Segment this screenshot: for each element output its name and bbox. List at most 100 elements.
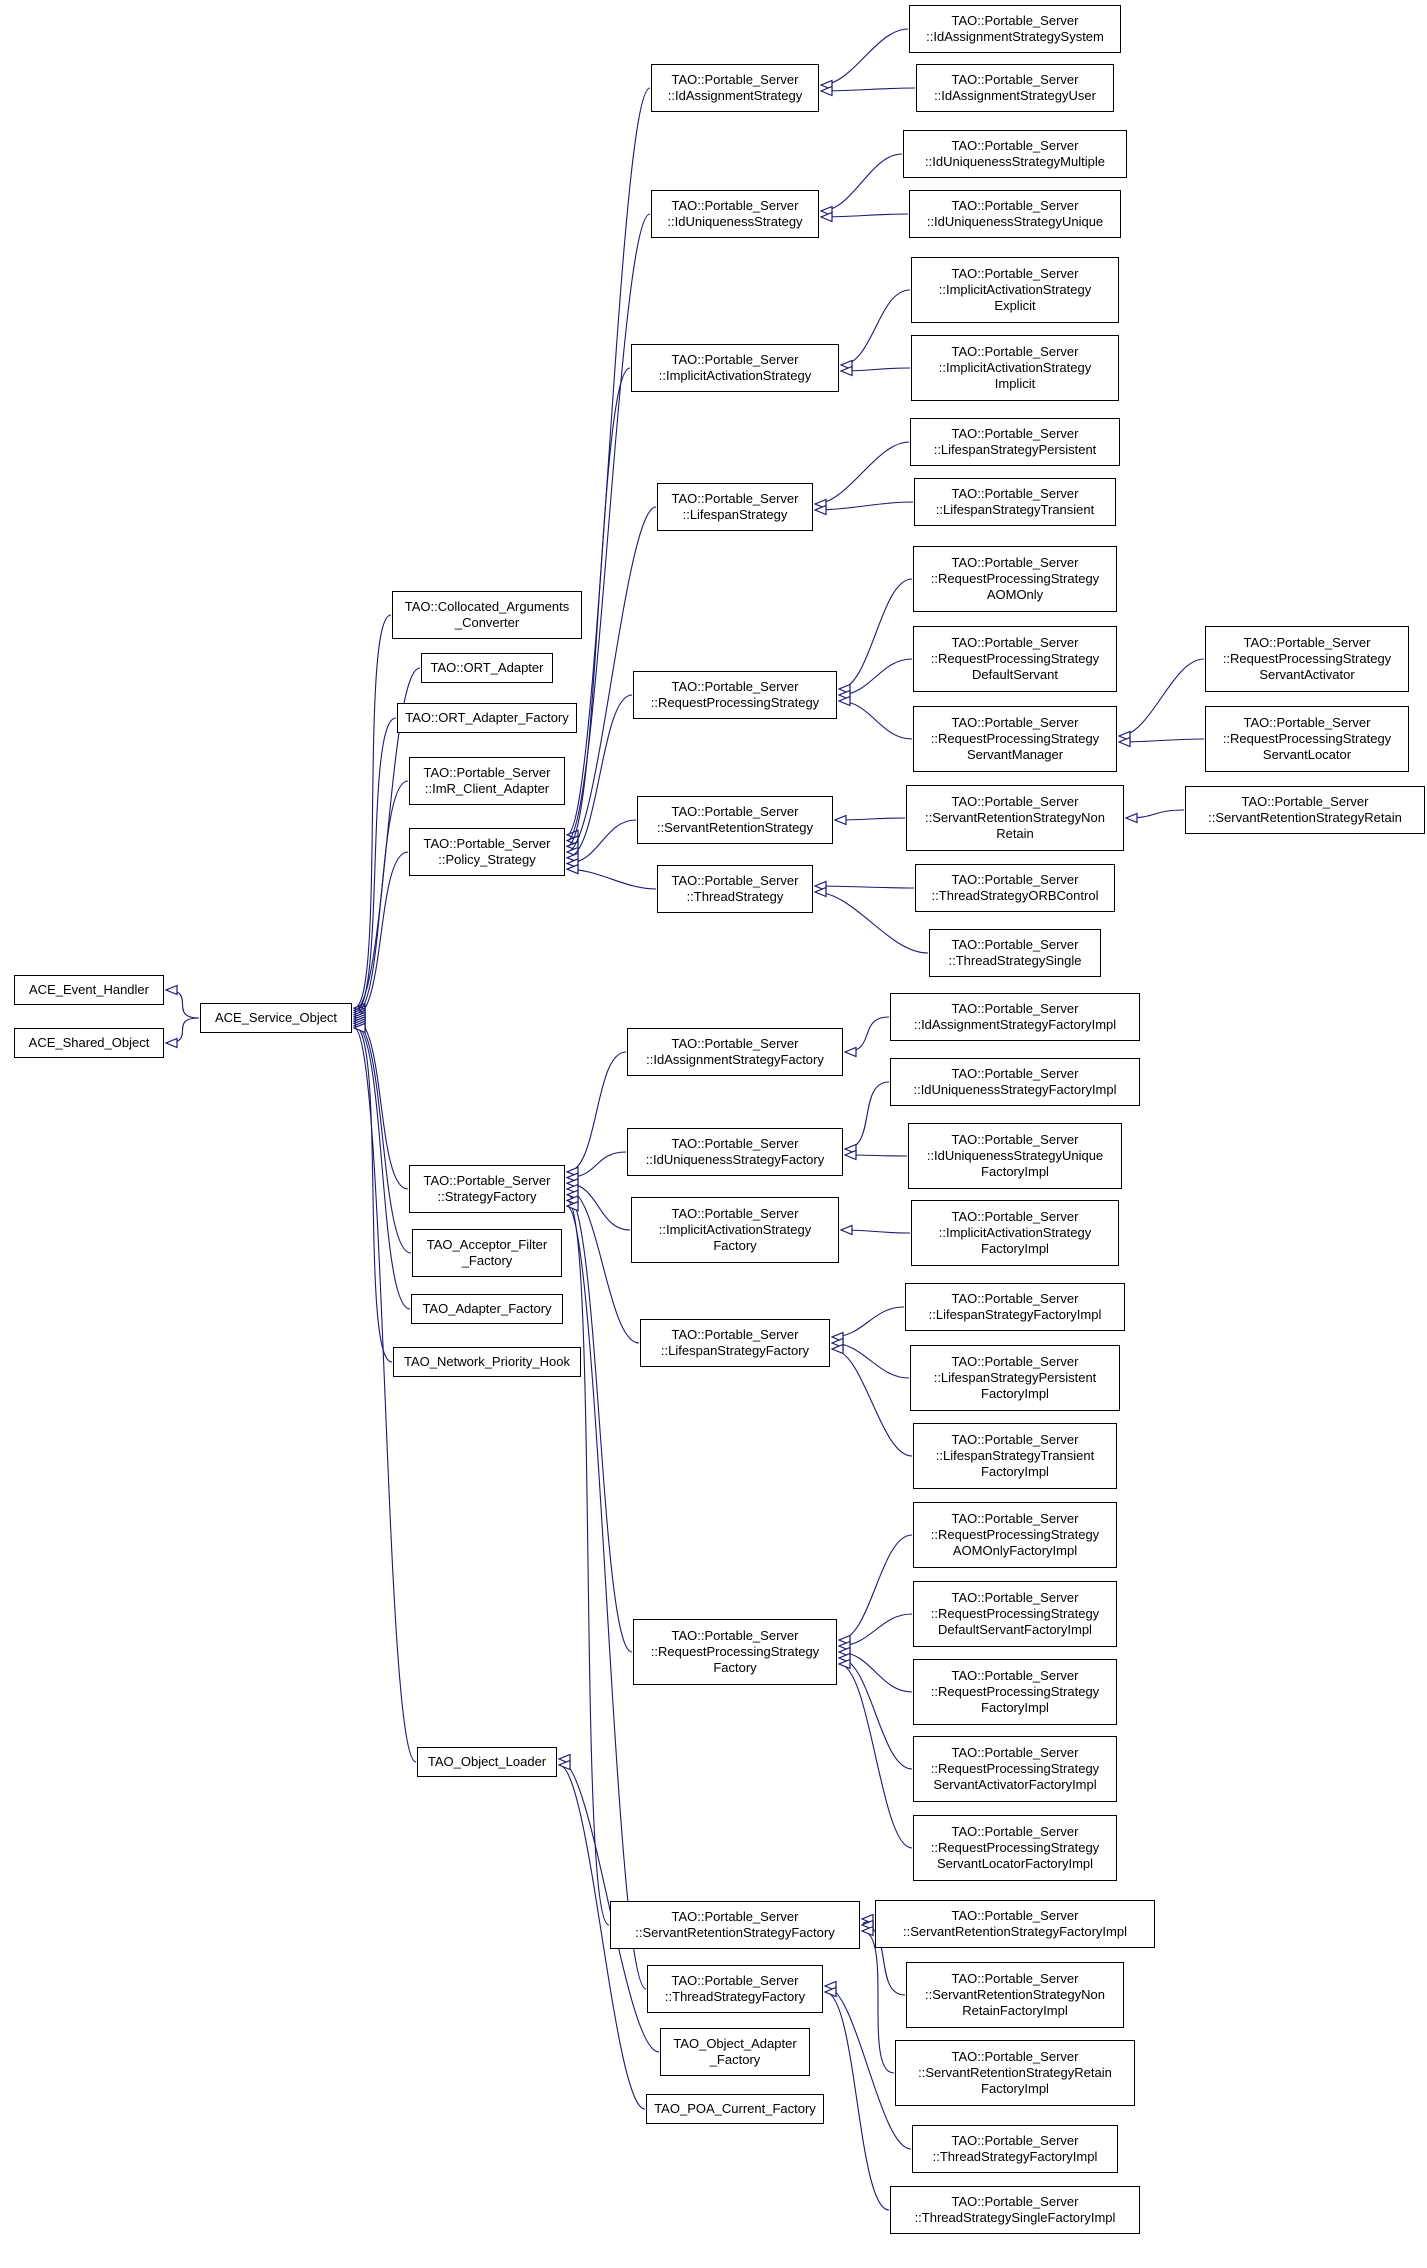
- class-node-label-line: ::ServantRetentionStrategy: [656, 820, 814, 835]
- class-node-ias-user[interactable]: TAO::Portable_Server::IdAssignmentStrate…: [916, 64, 1114, 112]
- class-node-ias-system[interactable]: TAO::Portable_Server::IdAssignmentStrate…: [909, 5, 1121, 53]
- class-node-label-line: ::RequestProcessingStrategy: [930, 1527, 1100, 1542]
- class-node-label-line: ::IdAssignmentStrategy: [667, 88, 803, 103]
- class-node-poa-current-factory[interactable]: TAO_POA_Current_Factory: [646, 2094, 824, 2124]
- class-node-label-line: TAO::Portable_Server: [671, 1909, 799, 1924]
- class-node-ace-service-object[interactable]: ACE_Service_Object: [200, 1003, 352, 1033]
- class-node-ace-shared-object[interactable]: ACE_Shared_Object: [14, 1028, 164, 1058]
- class-node-rps-aom-only-factory-impl[interactable]: TAO::Portable_Server::RequestProcessingS…: [913, 1502, 1117, 1568]
- class-node-id-uniqueness-strategy[interactable]: TAO::Portable_Server::IdUniquenessStrate…: [651, 190, 819, 238]
- class-node-rps-servant-locator[interactable]: TAO::Portable_Server::RequestProcessingS…: [1205, 706, 1409, 772]
- class-node-thread-strategy-factory[interactable]: TAO::Portable_Server::ThreadStrategyFact…: [647, 1965, 823, 2013]
- class-node-rps-servant-activator-factory-impl[interactable]: TAO::Portable_Server::RequestProcessingS…: [913, 1736, 1117, 1802]
- class-node-label-line: ::ServantRetentionStrategyFactory: [635, 1925, 835, 1940]
- class-node-imr-client-adapter[interactable]: TAO::Portable_Server::ImR_Client_Adapter: [409, 757, 565, 805]
- class-node-rps-servant-locator-factory-impl[interactable]: TAO::Portable_Server::RequestProcessingS…: [913, 1815, 1117, 1881]
- class-node-ts-factory-impl[interactable]: TAO::Portable_Server::ThreadStrategyFact…: [912, 2125, 1118, 2173]
- inheritance-edge-ius-unique-factory-impl-to-id-uniqueness-strategy-factory: [845, 1155, 908, 1156]
- class-node-collocated-arguments-converter[interactable]: TAO::Collocated_Arguments_Converter: [392, 591, 582, 639]
- class-node-policy-strategy[interactable]: TAO::Portable_Server::Policy_Strategy: [409, 828, 565, 876]
- class-node-label-line: TAO::Portable_Server: [671, 679, 799, 694]
- class-node-lifespan-factory-impl[interactable]: TAO::Portable_Server::LifespanStrategyFa…: [905, 1283, 1125, 1331]
- class-node-label-line: ::IdUniquenessStrategyUnique: [926, 214, 1104, 229]
- class-node-label-line: ::IdUniquenessStrategy: [667, 214, 803, 229]
- class-node-ace-event-handler[interactable]: ACE_Event_Handler: [14, 975, 164, 1005]
- class-node-object-loader[interactable]: TAO_Object_Loader: [417, 1747, 557, 1777]
- class-node-label-line: TAO::Portable_Server: [423, 836, 551, 851]
- class-node-label-line: ::ServantRetentionStrategyFactoryImpl: [903, 1924, 1127, 1939]
- class-node-srs-retain-factory-impl[interactable]: TAO::Portable_Server::ServantRetentionSt…: [895, 2040, 1135, 2106]
- class-node-label-line: TAO::Portable_Server: [671, 1327, 799, 1342]
- class-node-label-line: TAO::Portable_Server: [671, 1036, 799, 1051]
- class-node-servant-retention-strategy-factory[interactable]: TAO::Portable_Server::ServantRetentionSt…: [610, 1901, 860, 1949]
- class-node-ias-factory-impl[interactable]: TAO::Portable_Server::IdAssignmentStrate…: [890, 993, 1140, 1041]
- class-node-strategy-factory[interactable]: TAO::Portable_Server::StrategyFactory: [409, 1165, 565, 1213]
- class-node-object-adapter-factory[interactable]: TAO_Object_Adapter_Factory: [660, 2028, 810, 2076]
- class-node-adapter-factory[interactable]: TAO_Adapter_Factory: [411, 1294, 563, 1324]
- class-node-request-processing-strategy-factory[interactable]: TAO::Portable_Server::RequestProcessingS…: [633, 1619, 837, 1685]
- class-node-ort-adapter[interactable]: TAO::ORT_Adapter: [421, 653, 553, 683]
- class-node-label-line: TAO::Portable_Server: [671, 1628, 799, 1643]
- class-node-label-line: TAO::ORT_Adapter_Factory: [405, 710, 569, 725]
- class-node-thread-strategy[interactable]: TAO::Portable_Server::ThreadStrategy: [657, 865, 813, 913]
- class-node-lifespan-strategy-factory[interactable]: TAO::Portable_Server::LifespanStrategyFa…: [640, 1319, 830, 1367]
- class-node-ius-unique[interactable]: TAO::Portable_Server::IdUniquenessStrate…: [909, 190, 1121, 238]
- class-node-rps-servant-activator[interactable]: TAO::Portable_Server::RequestProcessingS…: [1205, 626, 1409, 692]
- class-node-label-line: Factory: [713, 1238, 757, 1253]
- class-node-srs-retain[interactable]: TAO::Portable_Server::ServantRetentionSt…: [1185, 786, 1425, 834]
- class-node-request-processing-strategy[interactable]: TAO::Portable_Server::RequestProcessingS…: [633, 671, 837, 719]
- class-node-implicit-activation-strategy[interactable]: TAO::Portable_Server::ImplicitActivation…: [631, 344, 839, 392]
- class-node-ius-multiple[interactable]: TAO::Portable_Server::IdUniquenessStrate…: [903, 130, 1127, 178]
- inheritance-edge-srs-retain-to-srs-non-retain: [1126, 809, 1185, 818]
- inheritance-edge-id-assignment-strategy-to-policy-strategy: [567, 87, 651, 835]
- class-node-impl-act-explicit[interactable]: TAO::Portable_Server::ImplicitActivation…: [911, 257, 1119, 323]
- class-node-rps-factory-impl[interactable]: TAO::Portable_Server::RequestProcessingS…: [913, 1659, 1117, 1725]
- class-node-network-priority-hook[interactable]: TAO_Network_Priority_Hook: [393, 1347, 581, 1377]
- class-node-label-line: TAO::Portable_Server: [951, 635, 1079, 650]
- class-node-label-line: FactoryImpl: [981, 1164, 1049, 1179]
- inheritance-edge-lifespan-transient-to-lifespan-strategy: [815, 501, 914, 510]
- class-node-rps-default-servant-factory-impl[interactable]: TAO::Portable_Server::RequestProcessingS…: [913, 1581, 1117, 1647]
- inheritance-edge-thread-strategy-to-policy-strategy: [567, 869, 657, 890]
- class-node-rps-default-servant[interactable]: TAO::Portable_Server::RequestProcessingS…: [913, 626, 1117, 692]
- class-node-label-line: TAO::Portable_Server: [951, 555, 1079, 570]
- class-node-id-uniqueness-strategy-factory[interactable]: TAO::Portable_Server::IdUniquenessStrate…: [627, 1128, 843, 1176]
- class-node-acceptor-filter-factory[interactable]: TAO_Acceptor_Filter_Factory: [412, 1229, 562, 1277]
- class-node-ius-factory-impl[interactable]: TAO::Portable_Server::IdUniquenessStrate…: [890, 1058, 1140, 1106]
- class-node-id-assignment-strategy[interactable]: TAO::Portable_Server::IdAssignmentStrate…: [651, 64, 819, 112]
- class-node-label-line: TAO::Portable_Server: [951, 794, 1079, 809]
- class-node-ius-unique-factory-impl[interactable]: TAO::Portable_Server::IdUniquenessStrate…: [908, 1123, 1122, 1189]
- class-node-lifespan-strategy[interactable]: TAO::Portable_Server::LifespanStrategy: [657, 483, 813, 531]
- class-node-ts-single[interactable]: TAO::Portable_Server::ThreadStrategySing…: [929, 929, 1101, 977]
- class-node-srs-non-retain-factory-impl[interactable]: TAO::Portable_Server::ServantRetentionSt…: [906, 1962, 1124, 2028]
- class-node-srs-non-retain[interactable]: TAO::Portable_Server::ServantRetentionSt…: [906, 785, 1124, 851]
- class-node-lifespan-transient-factory-impl[interactable]: TAO::Portable_Server::LifespanStrategyTr…: [913, 1423, 1117, 1489]
- class-node-label-line: TAO::Portable_Server: [951, 1209, 1079, 1224]
- class-node-id-assignment-strategy-factory[interactable]: TAO::Portable_Server::IdAssignmentStrate…: [627, 1028, 843, 1076]
- class-node-label-line: TAO::Portable_Server: [951, 1668, 1079, 1683]
- class-node-ts-single-factory-impl[interactable]: TAO::Portable_Server::ThreadStrategySing…: [890, 2186, 1140, 2234]
- inheritance-edge-impl-act-explicit-to-implicit-activation-strategy: [841, 289, 911, 365]
- class-node-lifespan-persistent-factory-impl[interactable]: TAO::Portable_Server::LifespanStrategyPe…: [910, 1345, 1120, 1411]
- class-node-label-line: ::ImR_Client_Adapter: [424, 781, 550, 796]
- class-node-lifespan-persistent[interactable]: TAO::Portable_Server::LifespanStrategyPe…: [910, 418, 1120, 466]
- class-node-implicit-activation-strategy-factory[interactable]: TAO::Portable_Server::ImplicitActivation…: [631, 1197, 839, 1263]
- class-node-rps-aom-only[interactable]: TAO::Portable_Server::RequestProcessingS…: [913, 546, 1117, 612]
- inheritance-edge-policy-strategy-to-ace-service-object: [354, 851, 409, 1017]
- inheritance-edge-rps-servant-activator-to-rps-servant-manager: [1119, 658, 1205, 736]
- class-node-servant-retention-strategy[interactable]: TAO::Portable_Server::ServantRetentionSt…: [637, 796, 833, 844]
- class-node-rps-servant-manager[interactable]: TAO::Portable_Server::RequestProcessingS…: [913, 706, 1117, 772]
- class-node-impl-act-factory-impl[interactable]: TAO::Portable_Server::ImplicitActivation…: [911, 1200, 1119, 1266]
- class-node-impl-act-implicit[interactable]: TAO::Portable_Server::ImplicitActivation…: [911, 335, 1119, 401]
- class-node-ort-adapter-factory[interactable]: TAO::ORT_Adapter_Factory: [397, 703, 577, 733]
- inheritance-edge-rps-aom-only-to-request-processing-strategy: [839, 578, 913, 689]
- class-node-label-line: ::ImplicitActivationStrategy: [938, 1225, 1092, 1240]
- inheritance-edge-rps-servant-locator-to-rps-servant-manager: [1119, 739, 1205, 742]
- class-node-lifespan-transient[interactable]: TAO::Portable_Server::LifespanStrategyTr…: [914, 478, 1116, 526]
- class-node-ts-orb-control[interactable]: TAO::Portable_Server::ThreadStrategyORBC…: [915, 864, 1115, 912]
- class-node-label-line: TAO_Network_Priority_Hook: [404, 1354, 570, 1369]
- class-node-label-line: _Factory: [461, 1253, 513, 1268]
- class-node-label-line: ::ServantRetentionStrategyRetain: [1208, 810, 1402, 825]
- class-node-label-line: TAO::Portable_Server: [951, 872, 1079, 887]
- class-node-srs-factory-impl[interactable]: TAO::Portable_Server::ServantRetentionSt…: [875, 1900, 1155, 1948]
